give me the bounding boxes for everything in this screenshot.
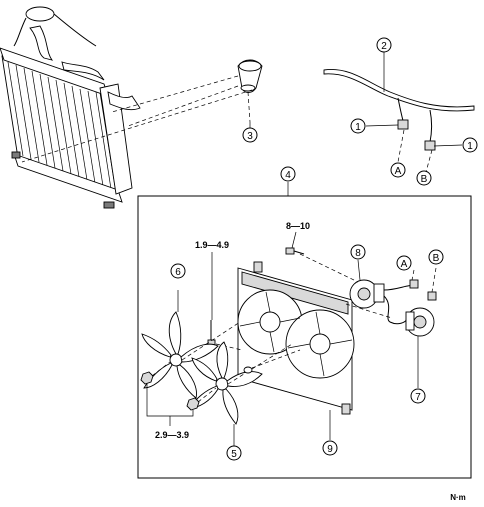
hose-3 (237, 59, 263, 93)
marker-b-harness: B (416, 170, 432, 186)
svg-text:1: 1 (355, 122, 361, 133)
callout-1-right: 1 (462, 137, 478, 153)
callout-7: 7 (410, 388, 426, 404)
radiator (0, 6, 141, 209)
svg-text:8: 8 (355, 248, 361, 259)
svg-text:3: 3 (247, 131, 253, 142)
torque-bolt-top: 8—10 (286, 221, 310, 231)
marker-b-motor: B (428, 249, 444, 265)
fan-motor-8 (349, 279, 385, 309)
callout-2: 2 (376, 37, 392, 53)
nut-lower (186, 397, 200, 411)
assembly-box (137, 195, 472, 479)
callout-4: 4 (280, 166, 296, 182)
torque-bolt-left: 1.9—4.9 (195, 240, 229, 250)
fan-blade-6 (141, 311, 219, 399)
bolt-1.9-4.9 (207, 320, 216, 348)
torque-unit-label: N·m (450, 493, 466, 502)
svg-text:5: 5 (231, 449, 237, 460)
callout-1-left: 1 (350, 118, 366, 134)
svg-text:B: B (433, 253, 440, 264)
svg-text:7: 7 (415, 392, 421, 403)
svg-text:4: 4 (285, 170, 291, 181)
marker-a-harness: A (390, 162, 406, 178)
marker-a-motor: A (396, 255, 412, 271)
fan-shroud-9 (237, 261, 355, 415)
nut-upper (140, 371, 154, 385)
bolt-8-10 (285, 247, 305, 255)
svg-text:A: A (401, 259, 408, 270)
svg-text:9: 9 (327, 444, 333, 455)
fan-motor-7 (405, 307, 435, 337)
callout-6: 6 (170, 263, 186, 279)
callout-9: 9 (322, 440, 338, 456)
svg-text:1: 1 (467, 141, 473, 152)
callout-8: 8 (350, 244, 366, 260)
svg-text:A: A (395, 166, 402, 177)
callout-3: 3 (242, 127, 258, 143)
wiring-harness-2 (323, 68, 475, 151)
torque-nut-bottom: 2.9—3.9 (155, 430, 189, 440)
callout-5: 5 (226, 445, 242, 461)
svg-text:2: 2 (381, 41, 387, 52)
svg-text:B: B (421, 174, 428, 185)
svg-text:6: 6 (175, 267, 181, 278)
